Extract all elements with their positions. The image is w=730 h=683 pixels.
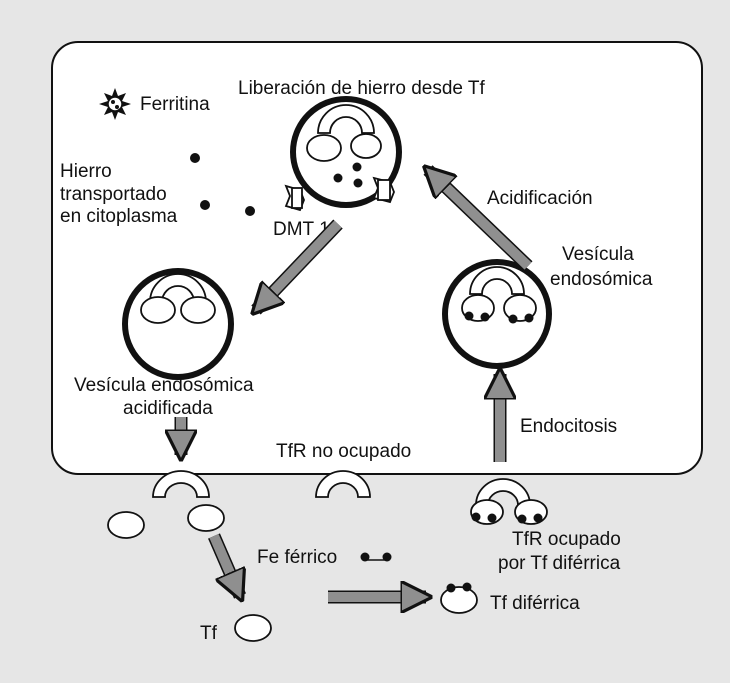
iron-release-vesicle <box>290 96 402 208</box>
ferritin-star-icon <box>99 88 131 120</box>
iron-dot-icon <box>352 162 362 172</box>
diferric-tf-label: Tf diférrica <box>490 593 580 614</box>
iron-release-label: Liberación de hierro desde Tf <box>238 78 486 99</box>
acidified-vesicle-label-line2: acidificada <box>123 398 213 419</box>
acidification-label: Acidificación <box>487 188 593 209</box>
transferrin-ellipse-icon <box>107 511 145 539</box>
transferrin-ellipse-icon <box>234 614 272 642</box>
iron-dot-icon <box>487 513 497 523</box>
unoccupied-tfr-label: TfR no ocupado <box>276 441 411 462</box>
ferric-iron-icon <box>360 552 392 562</box>
diferric-transferrin <box>440 582 478 614</box>
transferrin-ellipse-icon <box>350 133 382 159</box>
iron-dot-icon <box>464 311 474 321</box>
tfr-receptor-icon <box>315 470 371 498</box>
endosomal-vesicle-label-line1: Vesícula <box>562 244 634 265</box>
iron-dot-icon <box>190 153 200 163</box>
endosomal-vesicle <box>442 259 552 369</box>
iron-dot-icon <box>462 582 472 592</box>
transferrin-ellipse-icon <box>306 134 342 162</box>
iron-dot-icon <box>245 206 255 216</box>
occupied-tfr-label-line2: por Tf diférrica <box>498 553 621 574</box>
dmt1-transporter-icon <box>372 176 395 204</box>
cytoplasm-iron-label-line2: transportado <box>60 184 167 205</box>
iron-dot-icon <box>333 173 343 183</box>
occupied-tfr-label-line1: TfR ocupado <box>512 529 621 550</box>
iron-dot-icon <box>533 513 543 523</box>
ferric-iron-label: Fe férrico <box>257 547 337 568</box>
endocytosis-label: Endocitosis <box>520 416 617 437</box>
occupied-tfr <box>470 478 548 525</box>
recycling-arrow <box>256 220 342 310</box>
acidified-vesicle-label-line1: Vesícula endosómica <box>74 375 254 396</box>
ferritin-label: Ferritina <box>140 94 210 115</box>
iron-dot-icon <box>471 512 481 522</box>
tfr-receptor-icon <box>469 266 525 295</box>
iron-dot-icon <box>446 583 456 593</box>
iron-dot-icon <box>524 313 534 323</box>
dmt1-transporter-icon <box>284 184 305 212</box>
iron-dot-icon <box>480 312 490 322</box>
transferrin-ellipse-icon <box>440 586 478 614</box>
transferrin-ellipse-icon <box>140 296 176 324</box>
transferrin-ellipse-icon <box>187 504 225 532</box>
cytoplasm-iron-label-line3: en citoplasma <box>60 206 178 227</box>
cytoplasm-iron-label-line1: Hierro <box>60 161 112 182</box>
dmt1-label: DMT 1 <box>273 219 330 240</box>
iron-dot-icon <box>508 314 518 324</box>
iron-dot-icon <box>517 514 527 524</box>
iron-dot-icon <box>200 200 210 210</box>
acidified-vesicle <box>122 268 234 380</box>
tfr-receptor-icon <box>317 104 375 134</box>
apotransferrin-release-arrow <box>209 534 240 596</box>
iron-dot-icon <box>353 178 363 188</box>
endosomal-vesicle-label-line2: endosómica <box>550 269 653 290</box>
acidification-arrow <box>428 170 532 270</box>
tf-label: Tf <box>200 623 218 644</box>
transferrin-ellipse-icon <box>180 296 216 324</box>
tfr-receptor-icon <box>152 470 210 498</box>
